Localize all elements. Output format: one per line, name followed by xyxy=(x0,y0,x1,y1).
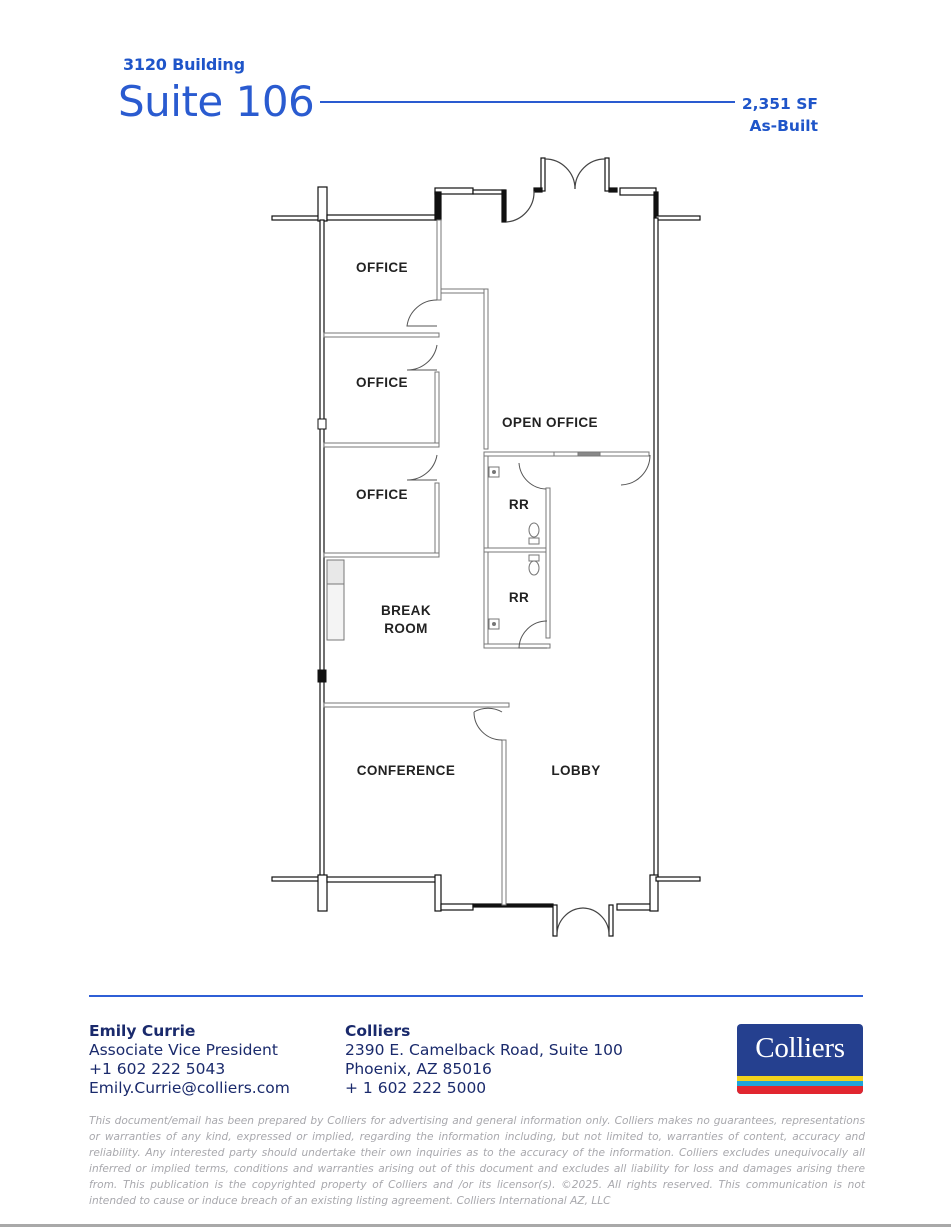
plan-status: As-Built xyxy=(749,117,818,135)
logo-stripe-blue xyxy=(737,1081,863,1086)
room-label-lobby: LOBBY xyxy=(551,763,600,778)
footer-divider xyxy=(89,995,863,997)
logo-stripe-red xyxy=(737,1086,863,1094)
company-address-line1: 2390 E. Camelback Road, Suite 100 xyxy=(345,1041,623,1059)
agent-title: Associate Vice President xyxy=(89,1041,278,1059)
square-footage: 2,351 SF xyxy=(741,95,818,113)
company-name: Colliers xyxy=(345,1022,411,1040)
door-swing xyxy=(544,158,576,190)
legal-disclaimer: This document/email has been prepared by… xyxy=(89,1115,865,1207)
colliers-logo: Colliers xyxy=(737,1024,863,1094)
room-label-open-office: OPEN OFFICE xyxy=(502,415,598,430)
toilet-icon xyxy=(528,522,540,538)
company-contact: Colliers 2390 E. Camelback Road, Suite 1… xyxy=(345,1022,623,1098)
room-label-break-room: BREAK xyxy=(381,603,431,618)
agent-contact: Emily Currie Associate Vice President +1… xyxy=(89,1022,290,1098)
room-label-conference: CONFERENCE xyxy=(357,763,456,778)
room-label-restroom: RR xyxy=(509,497,529,512)
agent-phone[interactable]: +1 602 222 5043 xyxy=(89,1060,226,1078)
company-address-line2: Phoenix, AZ 85016 xyxy=(345,1060,492,1078)
page-title: Suite 106 xyxy=(118,77,315,126)
exterior-wall xyxy=(271,215,323,221)
logo-stripe-yellow xyxy=(737,1076,863,1081)
agent-name: Emily Currie xyxy=(89,1022,196,1040)
building-name: 3120 Building xyxy=(123,55,245,74)
page-bottom-edge xyxy=(0,1224,951,1227)
agent-email[interactable]: Emily.Currie@colliers.com xyxy=(89,1079,290,1097)
logo-wordmark: Colliers xyxy=(755,1032,845,1064)
room-label-office: OFFICE xyxy=(356,487,408,502)
room-label-restroom: RR xyxy=(509,590,529,605)
room-label-office: OFFICE xyxy=(356,375,408,390)
room-label-office: OFFICE xyxy=(356,260,408,275)
floor-plan: OFFICE OFFICE OFFICE OPEN OFFICE RR RR B… xyxy=(271,157,701,937)
room-label-break-room: ROOM xyxy=(384,621,428,636)
company-phone[interactable]: + 1 602 222 5000 xyxy=(345,1079,487,1097)
suite-summary: 2,351 SF As-Built xyxy=(742,93,818,137)
title-divider xyxy=(320,101,735,103)
